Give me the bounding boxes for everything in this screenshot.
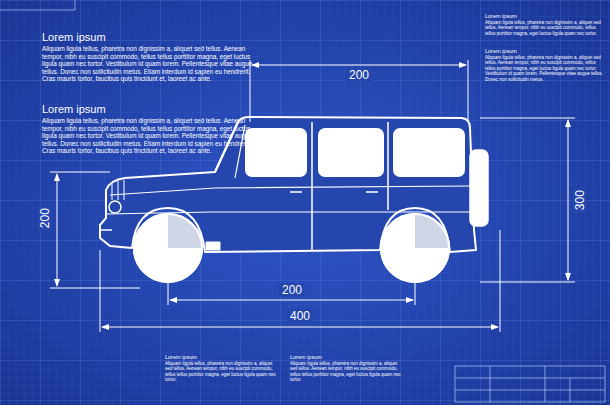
dimension-value: 200 (38, 205, 52, 231)
text-body: Aliquam ligula tellus, pharetra non dign… (165, 361, 280, 383)
text-heading: Lorem ipsum (42, 31, 252, 44)
text-body: Aliquam ligula tellus, pharetra non dign… (42, 45, 256, 83)
text-body: Aliquam ligula tellus, pharetra non dign… (42, 117, 256, 155)
text-heading: Lorem ipsum (485, 13, 603, 20)
text-heading: Lorem ipsum (290, 354, 405, 361)
dimension-value: 200 (346, 68, 372, 82)
text-heading: Lorem ipsum (165, 354, 280, 361)
dimension-lines (50, 60, 575, 332)
text-body: Aliquam ligula tellus, pharetra non dign… (485, 20, 603, 36)
dimension-value: 300 (573, 187, 587, 213)
text-body: Aliquam ligula tellus, pharetra non dign… (290, 361, 405, 383)
dimension-value: 400 (287, 309, 313, 323)
dimension-value: 200 (279, 283, 305, 297)
text-body: Aliquam ligula tellus, pharetra non dign… (485, 55, 603, 82)
text-heading: Lorem ipsum (485, 48, 603, 55)
text-heading: Lorem ipsum (42, 103, 252, 116)
